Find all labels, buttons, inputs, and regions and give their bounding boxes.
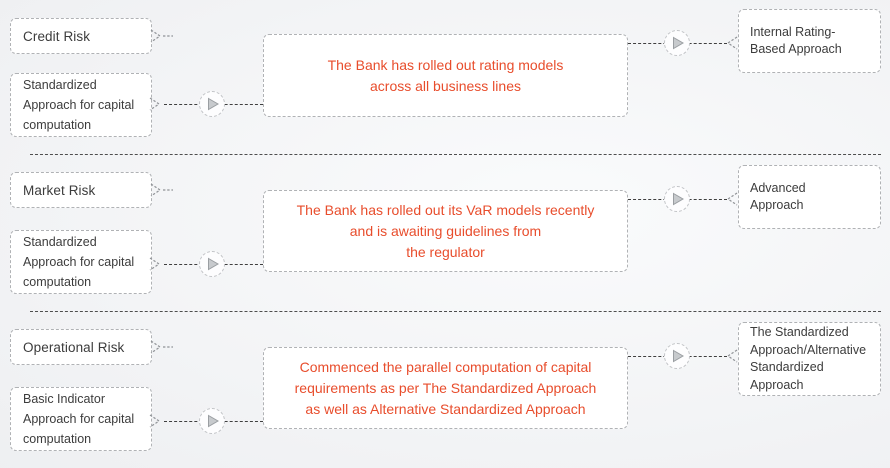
chevron-in-icon <box>726 192 738 206</box>
play-icon <box>199 408 225 434</box>
chevron-out-icon <box>149 257 161 271</box>
status-text: The Bank has rolled out rating models ac… <box>327 56 564 94</box>
row-separator <box>30 311 881 312</box>
risk-label: Market Risk <box>23 182 96 198</box>
triangle-right-icon <box>208 414 219 428</box>
status-text: Commenced the parallel computation of ca… <box>294 358 597 417</box>
target-approach-text: Advanced Approach <box>750 180 806 213</box>
chevron-in-icon <box>726 36 738 50</box>
risk-label-box: Operational Risk <box>10 329 152 365</box>
triangle-right-icon <box>673 349 684 363</box>
status-box: Commenced the parallel computation of ca… <box>263 347 628 429</box>
current-approach-text: Standardized Approach for capital comput… <box>23 78 135 132</box>
chevron-out-icon <box>149 97 161 111</box>
current-approach-text: Basic Indicator Approach for capital com… <box>23 392 135 446</box>
risk-label-box: Market Risk <box>10 172 152 208</box>
status-text: The Bank has rolled out its VaR models r… <box>296 201 595 260</box>
triangle-right-icon <box>673 36 684 50</box>
current-approach-box: Basic Indicator Approach for capital com… <box>10 387 152 451</box>
target-approach-box: The Standardized Approach/Alternative St… <box>738 322 881 396</box>
play-icon <box>664 30 690 56</box>
status-box: The Bank has rolled out its VaR models r… <box>263 190 628 272</box>
target-approach-text: Internal Rating- Based Approach <box>750 24 842 57</box>
connector-stub-icon <box>150 29 173 43</box>
target-approach-box: Internal Rating- Based Approach <box>738 9 881 73</box>
triangle-right-icon <box>208 97 219 111</box>
target-approach-box: Advanced Approach <box>738 165 881 229</box>
current-approach-box: Standardized Approach for capital comput… <box>10 230 152 294</box>
current-approach-text: Standardized Approach for capital comput… <box>23 235 135 289</box>
chevron-out-icon <box>149 414 161 428</box>
target-approach-text: The Standardized Approach/Alternative St… <box>750 325 867 392</box>
risk-row-credit: Credit Risk Standardized Approach for ca… <box>0 0 890 154</box>
risk-row-market: Market Risk Standardized Approach for ca… <box>0 154 890 311</box>
chevron-in-icon <box>726 349 738 363</box>
risk-label: Operational Risk <box>23 339 125 355</box>
connector-stub-icon <box>150 340 173 354</box>
risk-row-operational: Operational Risk Basic Indicator Approac… <box>0 311 890 468</box>
play-icon <box>199 91 225 117</box>
current-approach-box: Standardized Approach for capital comput… <box>10 73 152 137</box>
status-box: The Bank has rolled out rating models ac… <box>263 34 628 117</box>
play-icon <box>664 343 690 369</box>
play-icon <box>664 186 690 212</box>
risk-label: Credit Risk <box>23 28 91 44</box>
risk-label-box: Credit Risk <box>10 18 152 54</box>
triangle-right-icon <box>673 192 684 206</box>
connector-stub-icon <box>150 183 173 197</box>
play-icon <box>199 251 225 277</box>
triangle-right-icon <box>208 257 219 271</box>
row-separator <box>30 154 881 155</box>
